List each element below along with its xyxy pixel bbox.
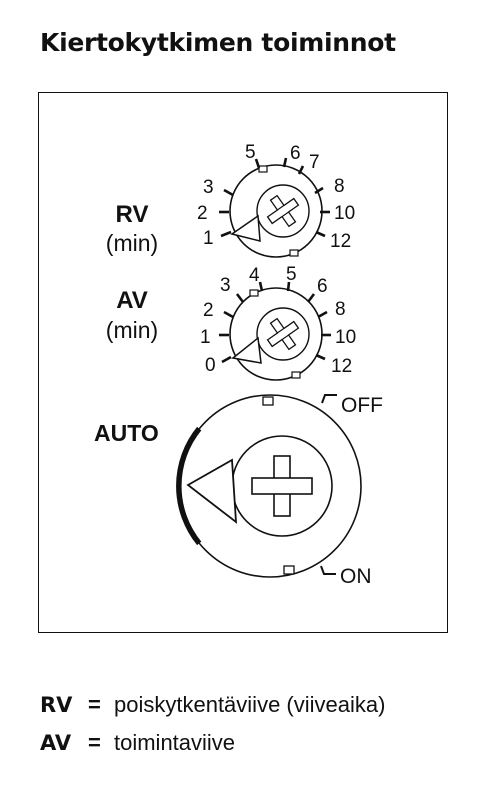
av-tick-label: 0 — [205, 355, 216, 376]
rv-tick-label: 12 — [330, 231, 351, 252]
rv-tick-label: 6 — [290, 143, 301, 164]
rv-dial-label: RV — [116, 201, 149, 228]
mode-auto-label: AUTO — [94, 420, 159, 446]
rv-dial[interactable]: 1 2 3 5 6 7 8 10 12 RV (min) — [106, 142, 355, 258]
av-tick-label: 2 — [203, 300, 214, 321]
av-tick-label: 8 — [335, 299, 346, 320]
legend-text: poiskytkentäviive (viiveaika) — [114, 692, 386, 717]
legend-abbr: RV — [40, 693, 73, 717]
legend-equals: = — [88, 692, 101, 717]
mode-on-label: ON — [340, 565, 372, 588]
legend-text: toimintaviive — [114, 730, 236, 755]
rv-tick-label: 3 — [203, 177, 214, 198]
rv-dial-unit: (min) — [106, 230, 158, 256]
legend-row-av: AV = toimintaviive — [40, 730, 235, 756]
rv-screw-icon — [266, 194, 300, 228]
rv-tick-label: 1 — [203, 228, 214, 249]
rv-tick-label: 2 — [197, 203, 208, 224]
av-tick-label: 10 — [335, 327, 356, 348]
auto-range-arc — [176, 426, 202, 546]
av-tick-label: 1 — [200, 327, 211, 348]
rv-pointer-icon — [230, 214, 261, 242]
av-dial-label: AV — [116, 287, 148, 314]
mode-pointer-icon — [186, 458, 238, 524]
rv-tick-label: 5 — [245, 142, 256, 163]
mode-off-label: OFF — [341, 394, 383, 417]
legend-row-rv: RV = poiskytkentäviive (viiveaika) — [40, 692, 385, 718]
rv-tick-label: 8 — [334, 176, 345, 197]
av-tick-label: 4 — [249, 265, 260, 286]
av-dial[interactable]: 0 1 2 3 4 5 6 8 10 12 AV (min) — [106, 264, 356, 381]
av-tick-label: 6 — [317, 276, 328, 297]
av-tick-label: 5 — [286, 264, 297, 285]
mode-dial[interactable]: OFF ON AUTO — [94, 394, 383, 588]
page-title: Kiertokytkimen toiminnot — [40, 28, 396, 57]
rv-tick-label: 10 — [334, 203, 355, 224]
av-tick-label: 12 — [331, 356, 352, 377]
av-screw-icon — [266, 317, 300, 351]
av-dial-unit: (min) — [106, 317, 158, 343]
mode-screw-icon — [251, 455, 313, 517]
av-tick-label: 3 — [220, 275, 231, 296]
rv-tick-label: 7 — [309, 152, 320, 173]
av-pointer-icon — [231, 336, 262, 364]
legend-abbr: AV — [40, 731, 72, 755]
legend-equals: = — [88, 730, 101, 755]
diagram-frame — [38, 92, 448, 633]
